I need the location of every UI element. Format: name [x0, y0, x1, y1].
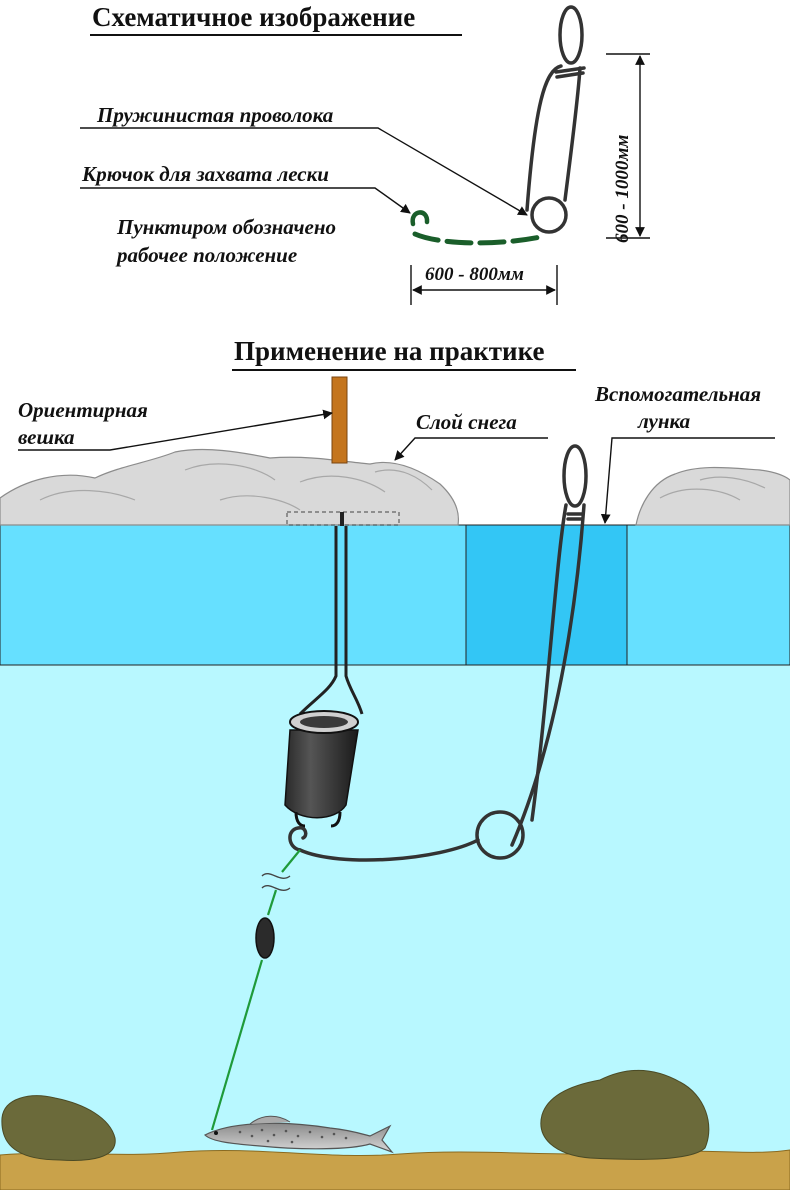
practice-title: Применение на практике [234, 336, 545, 366]
line-hook-label: Крючок для захвата лески [82, 162, 329, 186]
spring-wire-leader [80, 127, 528, 216]
marker-label-1: Ориентирная [18, 398, 148, 422]
marker-leader [18, 409, 333, 451]
dashed-working-position [410, 210, 548, 246]
spring-wire-folded [525, 5, 586, 234]
top-loop [558, 5, 584, 65]
sinker-suspension [298, 512, 364, 716]
auxiliary-hole [465, 524, 628, 666]
wire-dashed [412, 231, 548, 246]
height-dimension-label: 600 - 1000мм [612, 134, 633, 243]
line-hook-dashed [410, 210, 430, 227]
height-dimension [606, 53, 650, 239]
leader-arrows [80, 127, 528, 216]
line-hook-leader [80, 187, 411, 214]
width-dimension-label: 600 - 800мм [425, 264, 524, 285]
schematic-section [80, 5, 650, 305]
snow-right [635, 466, 790, 526]
marker-pole [331, 376, 348, 464]
snow-left [0, 448, 460, 526]
line-break-mark [261, 873, 291, 891]
deployed-top-loop [562, 444, 588, 508]
snow-layer [0, 448, 790, 526]
ice-layer [0, 524, 790, 666]
marker-label-2: вешка [18, 425, 75, 449]
snow-layer-label: Слой снега [416, 410, 517, 434]
spring-wire-label: Пружинистая проволока [97, 103, 334, 127]
dotted-line-label-1: Пунктиром обозначено [117, 215, 337, 239]
width-dimension [410, 265, 558, 305]
schematic-title: Схематичное изображение [92, 2, 416, 32]
dotted-line-label-2: рабочее положение [117, 243, 298, 267]
aux-hole-leader [600, 437, 775, 524]
sinker [284, 710, 359, 828]
bead-weight [255, 917, 275, 959]
aux-hole-label-2: лунка [638, 409, 691, 433]
wire-inner [563, 66, 582, 202]
rock-right [540, 1070, 710, 1160]
wire-outer [525, 64, 563, 212]
deployed-coil [475, 810, 525, 860]
snow-leader [394, 437, 548, 461]
seabed [0, 1149, 790, 1190]
spring-wire-deployed [288, 444, 588, 862]
rock-left [1, 1095, 116, 1161]
practice-section [0, 369, 790, 1190]
fishing-line [210, 849, 301, 1131]
aux-hole-label-1: Вспомогательная [595, 382, 762, 406]
coil-loop [530, 196, 568, 234]
wire-binding [554, 66, 586, 79]
bait-fish [203, 1115, 394, 1154]
